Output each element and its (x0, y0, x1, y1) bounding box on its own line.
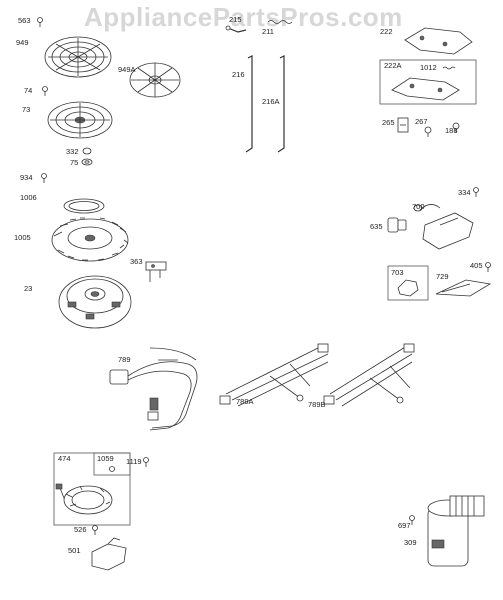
label-267: 267 (415, 117, 428, 126)
part-265[interactable] (397, 117, 409, 133)
label-1059: 1059 (97, 454, 114, 463)
part-211[interactable] (267, 20, 293, 24)
label-563: 563 (18, 16, 31, 25)
label-703: 703 (391, 268, 404, 277)
part-789[interactable] (109, 347, 198, 431)
label-949A: 949A (118, 65, 136, 74)
label-215: 215 (229, 15, 242, 24)
label-188: 188 (445, 126, 458, 135)
label-216: 216 (232, 70, 245, 79)
label-309: 309 (404, 538, 417, 547)
label-789: 789 (118, 355, 131, 364)
part-75[interactable] (81, 158, 93, 166)
part-1119[interactable] (143, 457, 149, 468)
label-789B: 789B (308, 400, 326, 409)
part-703[interactable] (397, 279, 419, 297)
part-215[interactable] (225, 25, 247, 33)
part-563[interactable] (37, 17, 43, 28)
box-703 (387, 265, 429, 301)
label-1006: 1006 (20, 193, 37, 202)
label-216A: 216A (262, 97, 280, 106)
label-949: 949 (16, 38, 29, 47)
part-332[interactable] (82, 147, 92, 155)
part-363[interactable] (145, 261, 167, 282)
part-697[interactable] (409, 515, 415, 526)
part-405[interactable] (485, 262, 491, 273)
part-474[interactable] (55, 483, 113, 515)
part-23[interactable] (58, 275, 132, 329)
label-222A: 222A (384, 61, 402, 70)
label-526: 526 (74, 525, 87, 534)
part-949A[interactable] (129, 62, 181, 98)
label-74: 74 (24, 86, 32, 95)
part-216[interactable] (245, 55, 253, 153)
label-1119: 1119 (126, 457, 142, 466)
box-474 (53, 452, 131, 526)
part-1012[interactable] (442, 66, 456, 70)
part-949[interactable] (44, 36, 112, 78)
part-934[interactable] (41, 173, 47, 184)
label-211: 211 (262, 27, 274, 36)
part-1059[interactable] (109, 466, 115, 472)
part-216A[interactable] (277, 55, 285, 153)
part-700[interactable] (413, 204, 474, 250)
part-334[interactable] (473, 187, 479, 198)
label-501: 501 (68, 546, 81, 555)
label-1005: 1005 (14, 233, 31, 242)
label-635: 635 (370, 222, 383, 231)
part-222A[interactable] (391, 77, 460, 101)
label-1012: 1012 (420, 63, 437, 72)
label-697: 697 (398, 521, 411, 530)
part-1005[interactable] (51, 217, 129, 262)
label-789A: 789A (236, 397, 254, 406)
part-74[interactable] (42, 86, 48, 97)
part-526[interactable] (92, 525, 98, 536)
label-729: 729 (436, 272, 449, 281)
part-729[interactable] (435, 279, 492, 297)
part-501[interactable] (91, 537, 127, 571)
part-789A[interactable] (219, 343, 329, 407)
part-267[interactable] (424, 126, 432, 137)
part-309[interactable] (427, 495, 485, 567)
part-73[interactable] (47, 101, 113, 139)
label-700: 700 (412, 202, 425, 211)
part-635[interactable] (387, 217, 407, 233)
part-188[interactable] (452, 122, 460, 133)
label-474: 474 (58, 454, 71, 463)
box-1059 (93, 452, 131, 476)
part-222[interactable] (404, 27, 473, 55)
label-222: 222 (380, 27, 393, 36)
label-363: 363 (130, 257, 143, 266)
watermark: AppliancePartsPros.com (84, 2, 403, 32)
label-23: 23 (24, 284, 32, 293)
part-1006[interactable] (63, 198, 105, 214)
part-789B[interactable] (323, 343, 415, 407)
label-73: 73 (22, 105, 30, 114)
label-405: 405 (470, 261, 483, 270)
label-334: 334 (458, 188, 471, 197)
label-332: 332 (66, 147, 79, 156)
label-265: 265 (382, 118, 395, 127)
box-222A (379, 59, 477, 105)
label-75: 75 (70, 158, 78, 167)
label-934: 934 (20, 173, 33, 182)
